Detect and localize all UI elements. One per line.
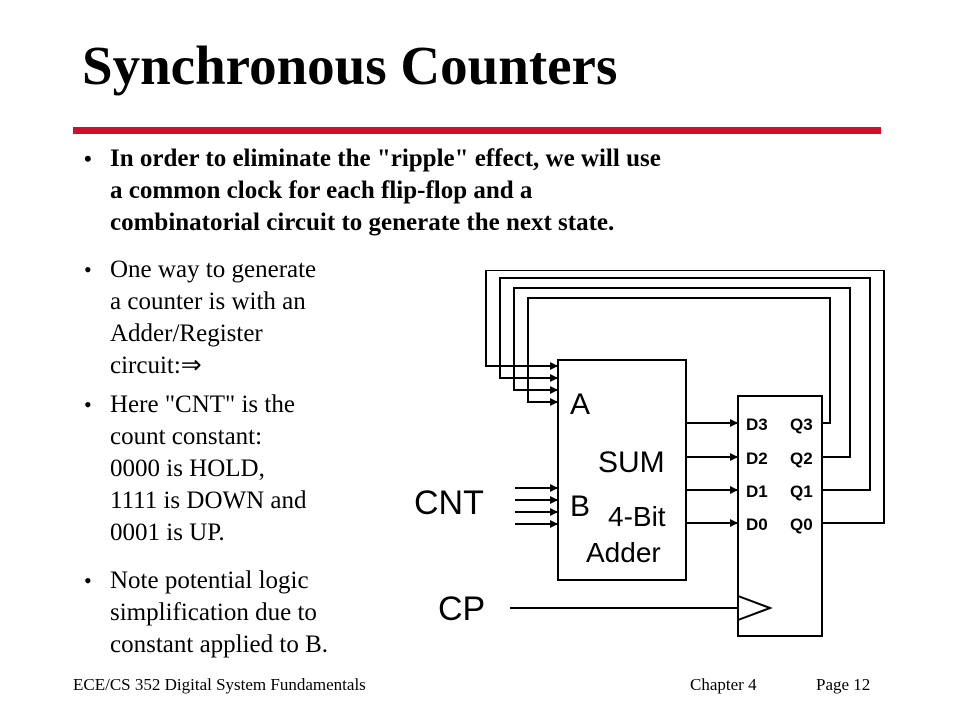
bullet-2: • One way to generate a counter is with … (84, 254, 317, 382)
feedback-wire-q1 (499, 277, 871, 491)
title-underline (73, 127, 881, 134)
arrow-cnt-4 (550, 520, 558, 528)
bullet-dot: • (84, 392, 92, 417)
bullet-3-line-5: 0001 is UP. (110, 519, 225, 546)
bullet-1-line-1: In order to eliminate the "ripple" effec… (110, 145, 661, 172)
register-q1-label: Q1 (790, 482, 813, 501)
register-q3-label: Q3 (790, 415, 813, 434)
arrow-d0 (730, 519, 738, 527)
arrow-a-1 (550, 374, 558, 382)
bullet-1-line-2: a common clock for each flip-flop and a (110, 177, 533, 204)
arrow-cnt-1 (550, 484, 558, 492)
bullet-4-line-3: constant applied to B. (110, 631, 329, 658)
arrow-d3 (730, 419, 738, 427)
arrow-d2 (730, 453, 738, 461)
bullet-dot: • (84, 568, 92, 593)
register-d2-label: D2 (746, 449, 768, 468)
feedback-wire-q0 (485, 270, 885, 524)
bullet-3: • Here "CNT" is the count constant: 0000… (84, 389, 307, 549)
register-d1-label: D1 (746, 482, 768, 501)
arrow-d1 (730, 486, 738, 494)
cnt-label: CNT (414, 484, 484, 522)
bullet-3-line-4: 1111 is DOWN and (110, 487, 307, 514)
bullet-2-line-3: Adder/Register (110, 320, 263, 347)
bullet-3-line-1: Here "CNT" is the (110, 391, 295, 418)
arrow-cnt-2 (550, 496, 558, 504)
adder-register-diagram: CNT CP A SUM B 4-Bit Adder D3 D2 D1 D0 Q… (414, 270, 885, 637)
arrow-a-3 (550, 398, 558, 406)
footer-course: ECE/CS 352 Digital System Fundamentals (73, 675, 366, 694)
slide-title: Synchronous Counters (82, 35, 618, 96)
feedback-wire-q3 (527, 297, 831, 424)
adder-box (557, 359, 687, 581)
register-q0-label: Q0 (790, 515, 813, 534)
arrow-cnt-3 (550, 508, 558, 516)
bullet-1-line-3: combinatorial circuit to generate the ne… (110, 209, 615, 236)
bullet-2-line-4: circuit:⇒ (110, 352, 202, 379)
register-q2-label: Q2 (790, 449, 813, 468)
adder-name-line2: Adder (586, 537, 661, 568)
bullet-2-line-2: a counter is with an (110, 288, 306, 315)
register-d3-label: D3 (746, 415, 768, 434)
adder-b-label: B (570, 490, 590, 523)
bullet-dot: • (84, 146, 92, 171)
bullet-2-line-1: One way to generate (110, 256, 317, 283)
footer-chapter: Chapter 4 (690, 675, 757, 694)
bullet-dot: • (84, 257, 92, 282)
adder-sum-label: SUM (598, 446, 665, 479)
register-box (737, 395, 823, 637)
bullet-3-line-2: count constant: (110, 423, 263, 450)
adder-name-line1: 4-Bit (608, 501, 666, 532)
arrow-a-2 (550, 386, 558, 394)
footer-page: Page 12 (816, 675, 871, 694)
cp-label: CP (438, 590, 485, 628)
bullet-4: • Note potential logic simplification du… (84, 565, 329, 661)
arrow-a-0 (550, 362, 558, 370)
bullet-4-line-2: simplification due to (110, 599, 317, 626)
bullet-4-line-1: Note potential logic (110, 567, 309, 594)
register-d0-label: D0 (746, 515, 768, 534)
bullet-1: • In order to eliminate the "ripple" eff… (84, 143, 661, 239)
clock-triangle (737, 595, 773, 621)
adder-a-label: A (570, 388, 590, 421)
feedback-wire-q2 (513, 287, 851, 458)
bullet-3-line-3: 0000 is HOLD, (110, 455, 265, 482)
